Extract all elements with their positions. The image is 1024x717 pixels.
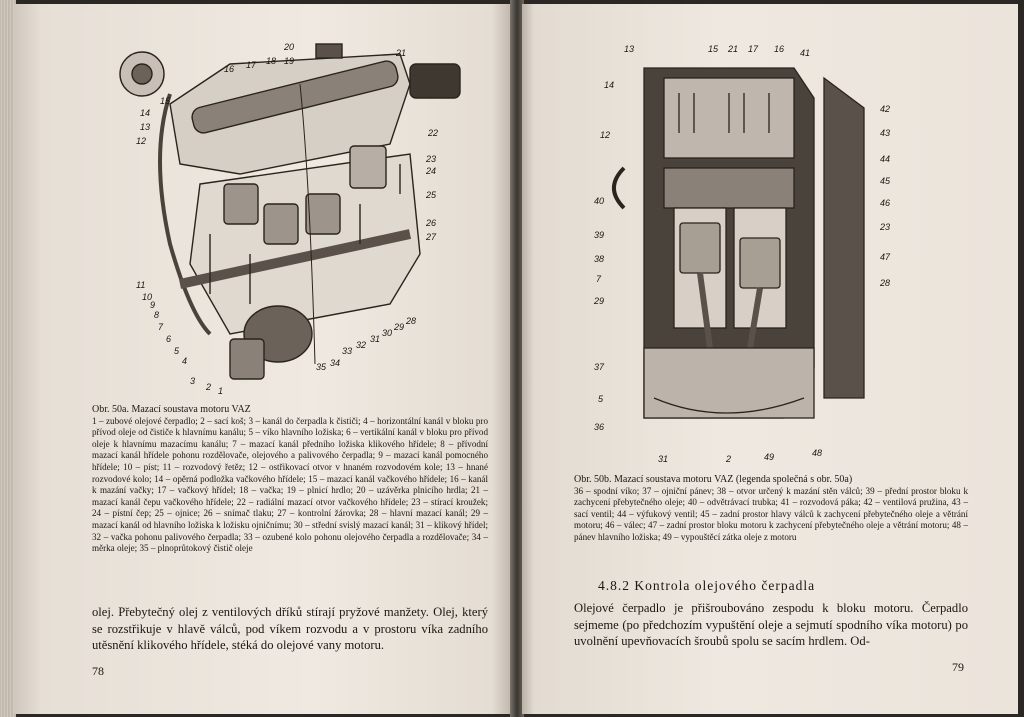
callout-15: 15 bbox=[160, 96, 171, 106]
callout-41: 41 bbox=[800, 48, 810, 58]
callout-16: 16 bbox=[774, 44, 784, 54]
body-paragraph: olej. Přebytečný olej z ventilových dřík… bbox=[92, 605, 488, 653]
callout-10: 10 bbox=[142, 292, 152, 302]
callout-3: 3 bbox=[190, 376, 195, 386]
engine-lubrication-diagram-50a: 1 2 3 4 5 6 7 8 9 10 11 12 13 14 15 16 1… bbox=[119, 42, 461, 396]
caption-legend: 36 – spodní víko; 37 – ojniční pánev; 38… bbox=[574, 485, 968, 542]
callout-2: 2 bbox=[205, 382, 211, 392]
callout-28: 28 bbox=[405, 316, 416, 326]
callout-34: 34 bbox=[330, 358, 340, 368]
figure-caption-50a: Obr. 50a. Mazací soustava motoru VAZ 1 –… bbox=[92, 404, 488, 555]
callout-35: 35 bbox=[316, 362, 327, 372]
callout-17: 17 bbox=[748, 44, 759, 54]
left-page: 1 2 3 4 5 6 7 8 9 10 11 12 13 14 15 16 1… bbox=[14, 4, 512, 714]
callout-12: 12 bbox=[600, 130, 610, 140]
callout-37: 37 bbox=[594, 362, 605, 372]
callout-5: 5 bbox=[174, 346, 180, 356]
callout-30: 30 bbox=[382, 328, 392, 338]
callout-6: 6 bbox=[166, 334, 171, 344]
book-gutter bbox=[510, 0, 524, 717]
right-page: 13 15 21 17 16 41 14 42 12 43 44 45 40 4… bbox=[522, 4, 1018, 714]
callout-31: 31 bbox=[658, 454, 668, 464]
callout-7: 7 bbox=[596, 274, 602, 284]
engine-cross-section-diagram-50b: 13 15 21 17 16 41 14 42 12 43 44 45 40 4… bbox=[593, 44, 891, 464]
callout-40: 40 bbox=[594, 196, 604, 206]
callout-23: 23 bbox=[879, 222, 890, 232]
callout-48: 48 bbox=[812, 448, 822, 458]
callout-22: 22 bbox=[427, 128, 438, 138]
callout-39: 39 bbox=[594, 230, 604, 240]
callout-21: 21 bbox=[395, 48, 406, 58]
callout-24: 24 bbox=[425, 166, 436, 176]
callout-29: 29 bbox=[593, 296, 604, 306]
callout-2: 2 bbox=[725, 454, 731, 464]
callout-13: 13 bbox=[140, 122, 150, 132]
callout-42: 42 bbox=[880, 104, 890, 114]
callout-1: 1 bbox=[218, 386, 223, 396]
callout-20: 20 bbox=[283, 42, 294, 52]
callout-18: 18 bbox=[266, 56, 276, 66]
callout-43: 43 bbox=[880, 128, 890, 138]
callout-17: 17 bbox=[246, 60, 257, 70]
section-heading: 4.8.2 Kontrola olejového čerpadla bbox=[598, 578, 816, 593]
callout-36: 36 bbox=[594, 422, 604, 432]
callout-29: 29 bbox=[393, 322, 404, 332]
caption-title: Obr. 50a. Mazací soustava motoru VAZ bbox=[92, 404, 251, 415]
callout-28: 28 bbox=[879, 278, 890, 288]
callout-12: 12 bbox=[136, 136, 146, 146]
caption-title: Obr. 50b. Mazací soustava motoru VAZ (le… bbox=[574, 474, 853, 485]
callout-7: 7 bbox=[158, 322, 164, 332]
callout-44: 44 bbox=[880, 154, 890, 164]
callout-45: 45 bbox=[880, 176, 891, 186]
callout-15: 15 bbox=[708, 44, 719, 54]
page-number: 78 bbox=[92, 664, 104, 678]
callout-38: 38 bbox=[594, 254, 604, 264]
callout-5: 5 bbox=[598, 394, 604, 404]
callout-49: 49 bbox=[764, 452, 774, 462]
callout-4: 4 bbox=[182, 356, 187, 366]
callout-13: 13 bbox=[624, 44, 634, 54]
page-number: 79 bbox=[952, 660, 964, 674]
callout-27: 27 bbox=[425, 232, 437, 242]
callout-11: 11 bbox=[136, 280, 145, 290]
callout-26: 26 bbox=[425, 218, 436, 228]
callout-47: 47 bbox=[880, 252, 891, 262]
figure-caption-50b: Obr. 50b. Mazací soustava motoru VAZ (le… bbox=[574, 474, 968, 544]
caption-legend: 1 – zubové olejové čerpadlo; 2 – sací ko… bbox=[92, 415, 488, 554]
callout-25: 25 bbox=[425, 190, 437, 200]
callout-16: 16 bbox=[224, 64, 234, 74]
callout-14: 14 bbox=[140, 108, 150, 118]
callout-23: 23 bbox=[425, 154, 436, 164]
callout-21: 21 bbox=[727, 44, 738, 54]
callout-32: 32 bbox=[356, 340, 366, 350]
callout-31: 31 bbox=[370, 334, 380, 344]
callout-9: 9 bbox=[150, 300, 155, 310]
callout-46: 46 bbox=[880, 198, 890, 208]
callout-14: 14 bbox=[604, 80, 614, 90]
page-stack-edge bbox=[0, 0, 16, 717]
callout-33: 33 bbox=[342, 346, 352, 356]
callout-19: 19 bbox=[284, 56, 294, 66]
callout-8: 8 bbox=[154, 310, 159, 320]
body-paragraph: Olejové čerpadlo je přišroubováno zespod… bbox=[574, 601, 968, 649]
